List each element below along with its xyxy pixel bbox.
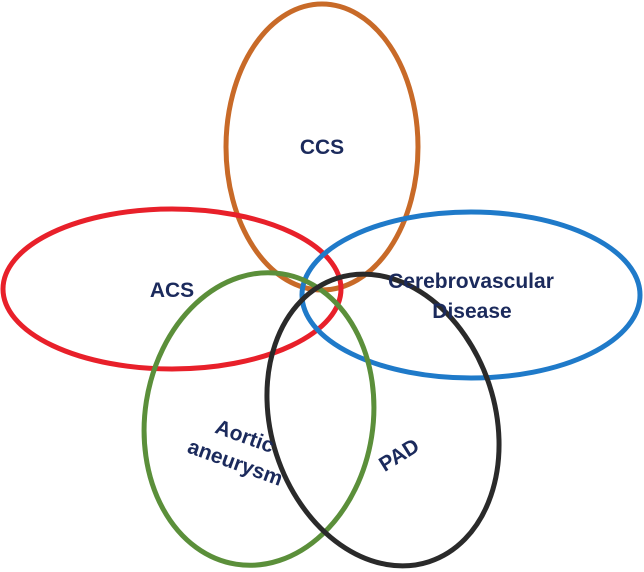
pad-ellipse bbox=[264, 271, 502, 569]
cerebrovascular-ellipse bbox=[299, 209, 643, 381]
acs-ellipse bbox=[0, 206, 344, 372]
cerebrovascular-label-line2: Disease bbox=[432, 300, 511, 323]
pad-label: PAD bbox=[375, 434, 423, 476]
aortic-aneurysm-ellipse bbox=[141, 270, 377, 568]
cerebrovascular-label-line1: Cerebrovascular bbox=[388, 270, 554, 293]
ccs-label: CCS bbox=[300, 136, 344, 159]
acs-label: ACS bbox=[150, 279, 194, 302]
aortic-aneurysm-label: Aortic aneurysm bbox=[185, 415, 286, 490]
